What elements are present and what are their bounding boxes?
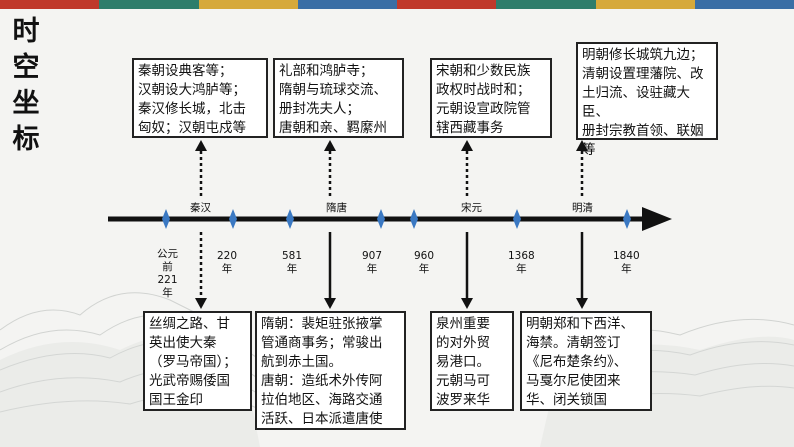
tick-label: 220 年 xyxy=(217,250,238,275)
page-title: 时 空 坐 标 xyxy=(8,14,44,158)
title-char: 空 xyxy=(12,52,40,83)
top-box-mingqing: 明朝修长城筑九边； 清朝设置理藩院、改 土归流、设驻藏大臣、 册封宗教首领、联姻… xyxy=(576,42,718,158)
timeline-arrowhead xyxy=(642,207,672,231)
tick-label: 1368 年 xyxy=(508,250,535,275)
tick-marker xyxy=(623,209,631,229)
tick-marker xyxy=(286,209,294,229)
tick-marker xyxy=(377,209,385,229)
title-char: 时 xyxy=(12,16,40,47)
arrow-down-icon xyxy=(461,298,473,309)
period-label-suitang: 隋唐 xyxy=(326,202,347,214)
arrow-up-icon xyxy=(576,140,588,151)
stripe-segment xyxy=(198,0,298,9)
tick-marker xyxy=(513,209,521,229)
top-box-qinhan: 秦朝设典客等； 汉朝设大鸿胪等； 秦汉修长城，北击 匈奴；汉朝屯戍等 xyxy=(132,58,268,138)
arrow-up-icon xyxy=(461,140,473,151)
bottom-box-songyuan: 泉州重要 的对外贸 易港口。 元朝马可 波罗来华 xyxy=(430,311,514,411)
arrow-down-icon xyxy=(324,298,336,309)
stripe-segment xyxy=(99,0,199,9)
tick-label: 960 年 xyxy=(414,250,435,275)
arrow-up-icon xyxy=(195,140,207,151)
bottom-box-qinhan: 丝绸之路、甘 英出使大秦 （罗马帝国）； 光武帝赐倭国 国王金印 xyxy=(143,311,252,411)
bottom-box-suitang: 隋朝：裴矩驻张掖掌 管通商事务；常骏出 航到赤土国。 唐朝：造纸术外传阿 拉伯地… xyxy=(255,311,406,430)
stripe-segment xyxy=(595,0,695,9)
arrow-up-icon xyxy=(324,140,336,151)
top-box-songyuan: 宋朝和少数民族 政权时战时和； 元朝设宣政院管 辖西藏事务 xyxy=(430,58,552,138)
top-stripe-bar xyxy=(0,0,794,9)
bottom-box-mingqing: 明朝郑和下西洋、 海禁。清朝签订 《尼布楚条约》、 马戛尔尼使团来 华、闭关锁国 xyxy=(520,311,652,411)
tick-label: 907 年 xyxy=(362,250,383,275)
tick-label: 581 年 xyxy=(282,250,303,275)
tick-marker xyxy=(162,209,170,229)
tick-marker xyxy=(229,209,237,229)
period-label-qinhan: 秦汉 xyxy=(190,202,211,214)
top-box-suitang: 礼部和鸿胪寺； 隋朝与琉球交流、 册封冼夫人； 唐朝和亲、羁縻州 xyxy=(273,58,404,138)
tick-label: 1840 年 xyxy=(613,250,640,275)
stripe-segment xyxy=(297,0,397,9)
period-label-mingqing: 明清 xyxy=(572,202,593,214)
arrow-down-icon xyxy=(576,298,588,309)
timeline-tick-markers xyxy=(162,209,631,229)
tick-label: 公元 前 221 年 xyxy=(157,248,178,299)
tick-marker xyxy=(410,209,418,229)
stripe-segment xyxy=(496,0,596,9)
title-char: 坐 xyxy=(12,88,40,119)
stripe-segment xyxy=(0,0,100,9)
title-char: 标 xyxy=(12,124,40,155)
period-label-songyuan: 宋元 xyxy=(461,202,482,214)
stripe-segment xyxy=(397,0,497,9)
arrow-down-icon xyxy=(195,298,207,309)
stripe-segment xyxy=(694,0,794,9)
